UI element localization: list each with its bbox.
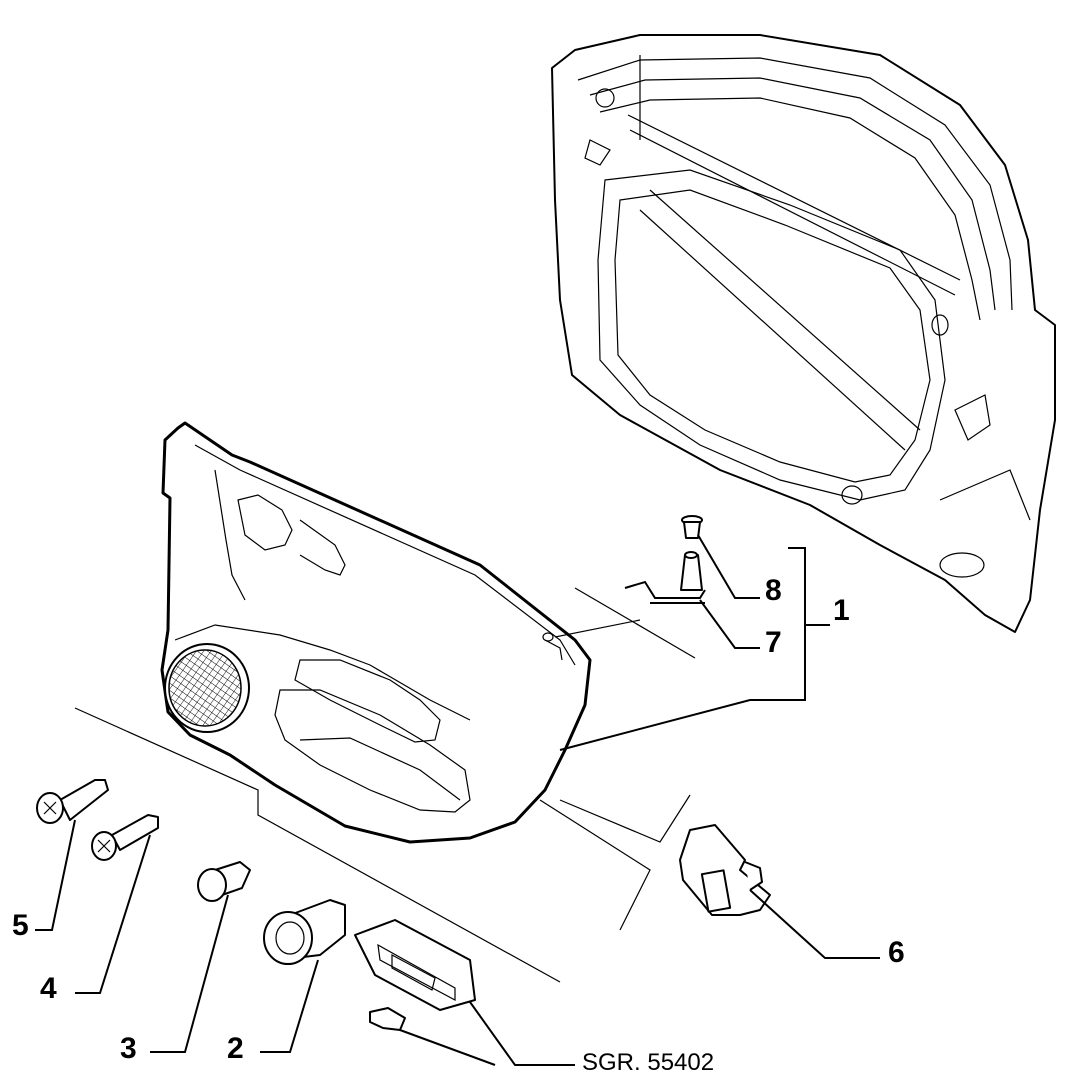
callout-1-leader — [559, 547, 830, 751]
callout-5: 5 — [12, 909, 29, 942]
part-4-screw — [75, 814, 159, 994]
door-trim-panel — [160, 421, 592, 844]
reference-leader — [399, 1001, 575, 1066]
callout-6: 6 — [888, 936, 905, 969]
part-3-push-clip — [150, 861, 251, 1053]
callout-7: 7 — [765, 626, 782, 659]
callout-3: 3 — [120, 1032, 137, 1065]
switch-housing — [354, 919, 476, 1011]
reference-label: SGR. 55402 — [582, 1049, 714, 1076]
door-shell — [551, 34, 1056, 633]
part-5-screw — [35, 779, 109, 931]
callout-4: 4 — [40, 972, 57, 1005]
part-2-fastener — [260, 899, 346, 1053]
callout-8: 8 — [765, 574, 782, 607]
callout-2: 2 — [227, 1032, 244, 1065]
bulb — [369, 1007, 406, 1031]
part-6-clip — [679, 824, 880, 959]
part-8-grommet — [681, 515, 760, 599]
part-7-lock-rod — [624, 551, 760, 649]
speaker-grille — [164, 643, 250, 733]
explode-lines — [74, 587, 696, 983]
callout-1: 1 — [833, 594, 850, 627]
